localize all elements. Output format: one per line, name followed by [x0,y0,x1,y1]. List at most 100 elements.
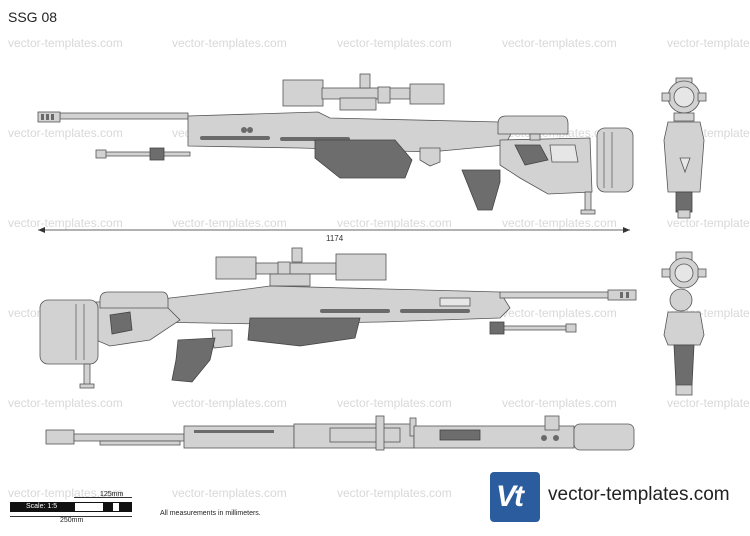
scope-mount [269,273,311,287]
watermark-text: vector-templates.com [337,396,452,410]
stock-cutout [514,144,549,166]
muzzle-port [626,292,629,298]
scale-label-box: Scale: 1:5 [10,502,74,512]
front-marker [679,157,691,174]
chassis-screw [241,127,247,133]
bipod-leg [99,440,181,446]
logo-site-text[interactable]: vector-templates.com [548,484,730,505]
bipod-clamp [489,321,505,335]
grip-rear [673,344,695,386]
butt-pad-top [573,423,635,451]
scope-turret [359,73,371,89]
watermark-text: vector-templates.com [8,216,123,230]
barrel [73,433,185,442]
buttstock-frame [499,137,593,195]
rifle-side-view-right [37,73,634,215]
dimension-line: 1174 [38,227,630,243]
watermark-text: vector-templates.com [337,486,452,500]
mount-front [673,112,695,122]
grip-front [675,191,693,213]
cheek-rest [99,291,169,309]
forend-slot [200,136,270,140]
cheek-rest [497,115,569,135]
watermark-text: vector-templates.com [502,216,617,230]
scope-turret [377,86,391,104]
monopod-foot [79,383,95,389]
watermark-text: vector-templates.com [502,306,617,320]
bipod-leg [99,151,191,157]
watermark-text: vector-templates.com [667,216,750,230]
muzzle-brake [45,429,75,445]
monopod-front [677,209,691,219]
watermark-text: vector-templates.com [172,36,287,50]
scale-segment-black [104,502,112,512]
watermark-row-6: vector-templates.com vector-templates.co… [8,486,452,500]
stock-screw [553,435,559,441]
barrel [59,112,189,120]
logo-mark: Vt [496,480,524,513]
turret-side [661,268,671,278]
forend-slot [320,309,390,313]
stock-panel [549,144,579,163]
grip-base [675,384,693,396]
stock-screw [541,435,547,441]
scope-mount [339,97,377,111]
butt-pad-rear [669,288,693,312]
bipod-foot [565,323,577,333]
butt-pad [596,127,634,193]
rifle-top-view [45,415,635,451]
turret-side [697,92,707,102]
measurement-note: All measurements in millimeters. [160,510,261,517]
forend-slot [400,309,470,313]
scale-bar: 125mm Scale: 1:5 250mm [10,491,150,524]
muzzle-port [51,114,54,120]
scope-turret [375,415,385,451]
scope-tube [329,427,401,443]
monopod-foot [580,209,596,215]
cheek-rest-post [529,133,541,141]
rifle-front-view-lower [661,251,707,396]
muzzle-port [41,114,44,120]
pistol-grip [171,337,216,383]
scale-top-label: 125mm [100,491,124,498]
side-plate [439,297,471,307]
scope-objective [282,79,324,107]
watermark-row-5: vector-templates.com vector-templates.co… [8,396,750,410]
watermark-text: vector-templates.com [8,486,123,500]
watermark-text: vector-templates.com [172,486,287,500]
magazine-well [314,139,413,179]
scope-tube [321,87,411,100]
scale-segment-white [74,502,104,512]
dimension-arrow-left [38,227,45,233]
cheek-rest-top [544,415,560,431]
watermark-text: vector-templates.com [337,36,452,50]
bipod-clamp [149,147,165,161]
watermark-text: vector-templates.com [337,216,452,230]
scale-segment-black [120,502,132,512]
bipod-leg [499,325,573,331]
watermark-text: vector-templates.com [8,126,123,140]
site-logo[interactable]: Vt [490,472,540,522]
scale-label: Scale: 1:5 [26,503,58,510]
dimension-arrow-right [623,227,630,233]
watermark-row-1: vector-templates.com vector-templates.co… [8,36,750,50]
monopod [584,191,592,213]
bipod-foot [95,149,107,159]
watermark-text: vector-templates.com [667,36,750,50]
trigger-guard [419,147,441,167]
page-title: SSG 08 [8,9,58,25]
pistol-grip [461,169,501,211]
scope-tube [255,262,337,275]
scope-lens [673,86,695,108]
watermark-text: vector-templates.com [502,396,617,410]
muzzle-port [46,114,49,120]
butt-pad [39,299,99,365]
watermark-text: vector-templates.com [172,216,287,230]
forend-slot [194,430,274,433]
watermark-text: vector-templates.com [172,396,287,410]
rifle-side-view-left [39,247,637,389]
scope-eyepiece [409,83,445,105]
monopod [83,363,91,387]
